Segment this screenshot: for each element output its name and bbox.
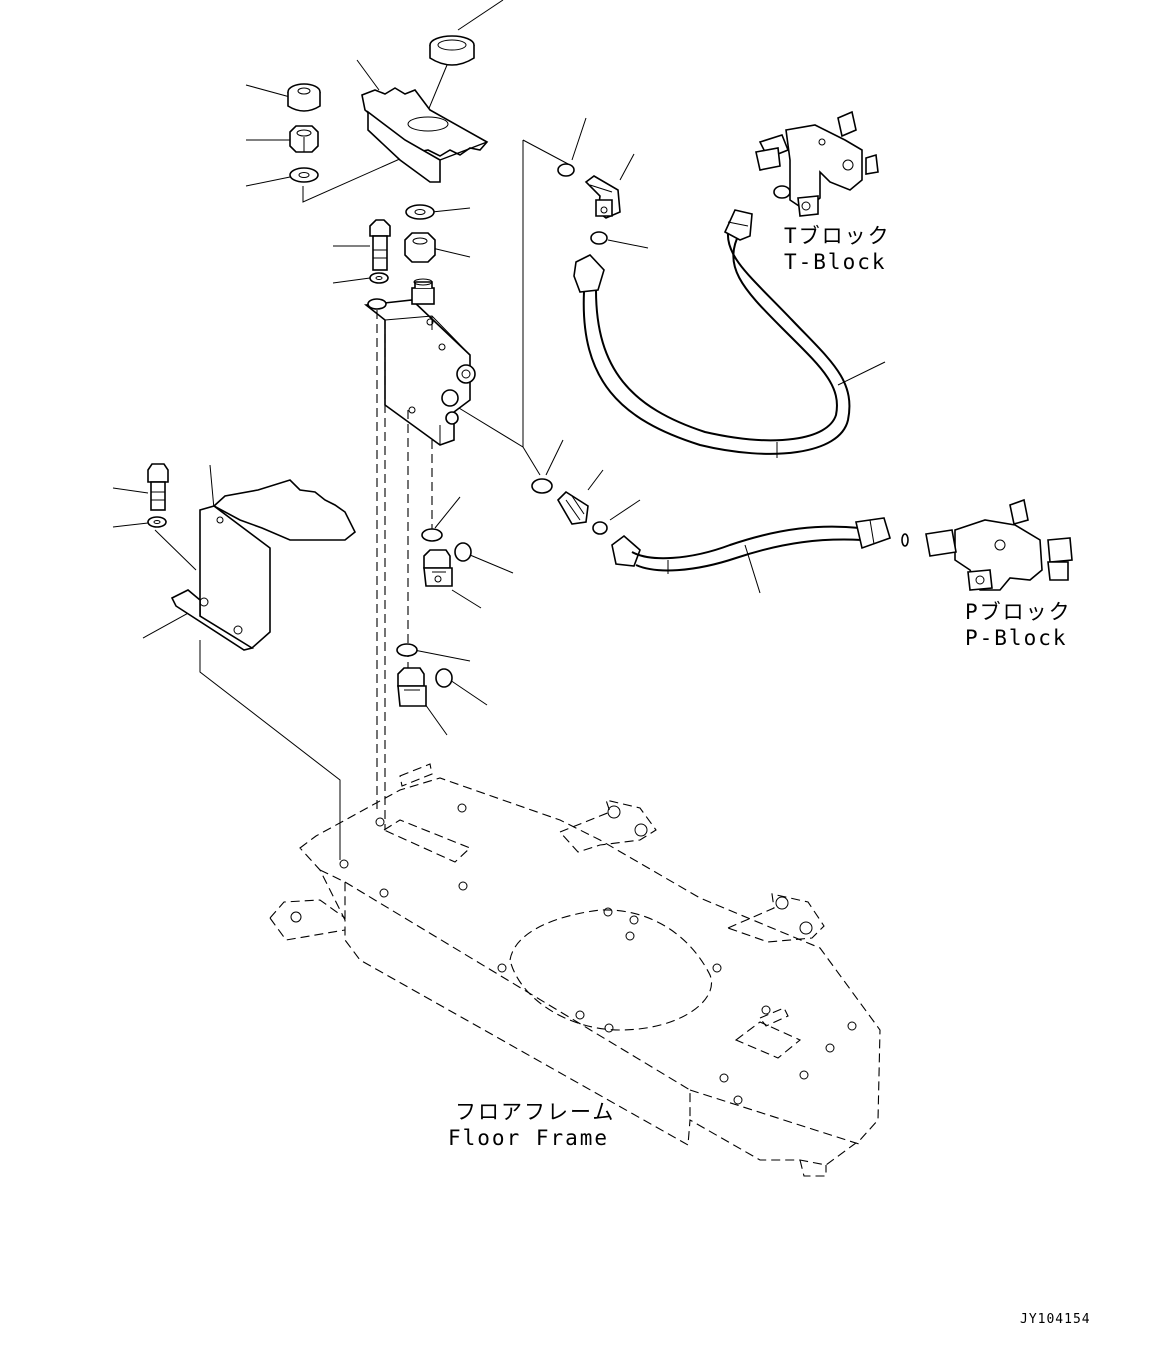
elbow-fitting-top: [584, 175, 621, 219]
washer-center: [405, 204, 435, 220]
hex-nut-center: [404, 232, 436, 263]
o-ring-mid-2: [592, 521, 608, 535]
o-ring-top: [557, 163, 575, 177]
pedal-valve-block: [363, 278, 476, 446]
pedal-bracket: [361, 87, 489, 183]
o-ring-lower-1: [421, 528, 443, 542]
drawing-code: JY104154: [1020, 1312, 1091, 1327]
t-block-hose: [573, 209, 851, 458]
elbow-fitting-lower-1: [423, 549, 453, 587]
bolt-left: [147, 463, 169, 511]
o-ring-top-2: [590, 231, 608, 245]
washer-top-left: [289, 167, 319, 183]
p-block-hose: [611, 517, 891, 574]
side-bracket: [170, 479, 357, 651]
lock-washer-left: [147, 516, 167, 528]
floor-frame-label-jp: フロアフレーム: [455, 1100, 616, 1124]
p-block-valve: [901, 498, 1073, 591]
straight-fitting-mid: [556, 490, 589, 525]
pedal-cap: [429, 35, 475, 66]
o-ring-lower-side-1: [454, 542, 472, 562]
o-ring-lower-side-2: [435, 668, 453, 688]
floor-frame-holes: [290, 803, 857, 1105]
elbow-fitting-lower-2: [397, 667, 427, 707]
t-block-label-en: T-Block: [784, 250, 887, 274]
p-block-label-jp: Pブロック: [965, 600, 1072, 624]
rubber-nut: [287, 83, 321, 112]
lock-washer: [369, 272, 389, 284]
t-block-label-jp: Tブロック: [784, 224, 891, 248]
hex-nut: [289, 125, 319, 153]
p-block-label-en: P-Block: [965, 626, 1068, 650]
leader-lines: [112, 0, 886, 736]
bolt-center: [369, 219, 391, 271]
o-ring-mid: [531, 478, 553, 494]
floor-frame-label-en: Floor Frame: [448, 1126, 610, 1150]
t-block-valve: [755, 110, 879, 217]
floor-frame: [269, 763, 881, 1177]
o-ring-lower-2: [396, 643, 418, 657]
